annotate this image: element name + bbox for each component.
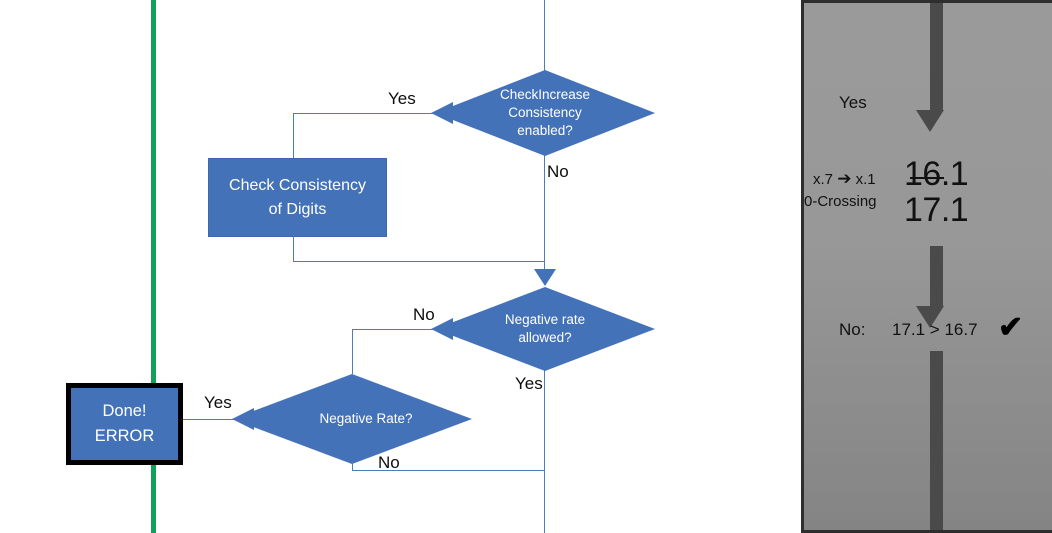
edge-negative-rate-yes-horizontal bbox=[174, 419, 250, 420]
edge-negative-allowed-no-vertical bbox=[352, 329, 353, 374]
decision-check-increase-label: CheckIncrease Consistency enabled? bbox=[499, 87, 591, 138]
edge-check-increase-yes-vertical bbox=[293, 113, 294, 158]
decision-negative-rate-label: Negative Rate? bbox=[319, 411, 413, 426]
edge-negative-rate-yes-arrowhead bbox=[232, 408, 254, 430]
process-check-consistency-of-digits[interactable]: Check Consistency of Digits bbox=[208, 158, 387, 237]
spine-no-segment-1 bbox=[544, 155, 545, 261]
spine-bottom-segment bbox=[544, 470, 545, 533]
terminator-done-error-label: Done! ERROR bbox=[94, 402, 155, 445]
edge-check-consistency-return-horizontal bbox=[293, 261, 545, 262]
panel-value-struck: 16.1 bbox=[904, 155, 969, 193]
strikethrough-mark bbox=[910, 177, 944, 179]
panel-value-current: 17.1 bbox=[904, 191, 969, 229]
edge-label-negative-allowed-no: No bbox=[413, 305, 435, 324]
panel-arrow-shaft-top bbox=[930, 3, 943, 110]
decision-negative-rate[interactable]: Negative Rate? bbox=[232, 374, 472, 464]
panel-annotation-rounding-to: x.1 bbox=[851, 171, 876, 188]
panel-arrow-shaft-bottom bbox=[930, 351, 943, 530]
panel-annotation-zero-crossing: 0-Crossing bbox=[804, 193, 877, 210]
panel-annotation-rounding-from: x.7 bbox=[813, 171, 838, 188]
panel-comparison: 17.1 > 16.7 bbox=[892, 320, 978, 339]
terminator-done-error[interactable]: Done! ERROR bbox=[66, 383, 183, 465]
right-arrow-icon: ➔ bbox=[837, 169, 852, 188]
edge-check-increase-yes-arrowhead bbox=[431, 102, 453, 124]
edge-label-negative-rate-yes: Yes bbox=[204, 393, 232, 412]
edge-check-consistency-return-vertical bbox=[293, 235, 294, 261]
check-mark-icon: ✔ bbox=[998, 311, 1024, 344]
panel-annotation-rounding: x.7 ➔ x.1 bbox=[813, 169, 876, 189]
edge-label-negative-allowed-yes: Yes bbox=[515, 374, 543, 393]
decision-negative-rate-allowed[interactable]: Negative rate allowed? bbox=[435, 287, 655, 371]
edge-check-increase-yes-horizontal bbox=[293, 113, 453, 114]
decision-negative-rate-allowed-label: Negative rate allowed? bbox=[504, 312, 586, 345]
spine-yes-segment bbox=[544, 370, 545, 470]
annotation-panel: Yes x.7 ➔ x.1 0-Crossing 16.1 17.1 No: 1… bbox=[801, 0, 1052, 533]
edge-negative-allowed-no-arrowhead bbox=[431, 318, 453, 340]
spine-top-segment bbox=[544, 0, 545, 72]
edge-label-check-increase-yes: Yes bbox=[388, 89, 416, 108]
process-check-consistency-label: Check Consistency of Digits bbox=[229, 176, 366, 218]
panel-yes-label: Yes bbox=[839, 93, 867, 112]
panel-arrow-head-middle bbox=[916, 306, 944, 328]
panel-arrow-shaft-middle bbox=[930, 246, 943, 306]
edge-negative-rate-no-horizontal bbox=[352, 470, 545, 471]
spine-no-segment-2 bbox=[544, 261, 545, 271]
decision-check-increase-consistency[interactable]: CheckIncrease Consistency enabled? bbox=[435, 70, 655, 156]
spine-arrow-into-negative-allowed bbox=[534, 269, 556, 286]
panel-decision-label: No: bbox=[839, 320, 866, 339]
edge-negative-allowed-no-horizontal bbox=[352, 329, 453, 330]
edge-label-check-increase-no: No bbox=[547, 162, 569, 181]
green-divider-line bbox=[151, 0, 156, 533]
edge-label-negative-rate-no: No bbox=[378, 453, 400, 472]
panel-arrow-head-top bbox=[916, 110, 944, 132]
edge-negative-rate-no-vertical bbox=[352, 462, 353, 470]
